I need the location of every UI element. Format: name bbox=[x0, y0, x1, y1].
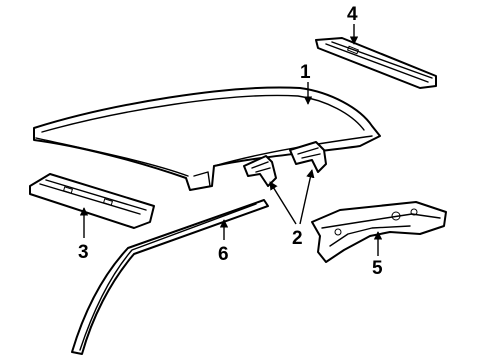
leader-lines bbox=[79, 24, 383, 256]
callout-3: 3 bbox=[78, 242, 89, 263]
callout-4: 4 bbox=[347, 4, 358, 25]
roof-panel bbox=[33, 86, 381, 191]
roof-bow-right bbox=[289, 141, 327, 173]
leader-2b bbox=[299, 169, 315, 225]
front-header bbox=[311, 201, 447, 263]
rear-header bbox=[315, 37, 437, 89]
callout-2: 2 bbox=[292, 228, 303, 249]
pillar-molding bbox=[71, 199, 269, 355]
callout-6: 6 bbox=[218, 244, 229, 265]
callout-1: 1 bbox=[300, 62, 311, 83]
callout-labels: 1 2 3 4 5 6 bbox=[78, 4, 383, 279]
leader-2a bbox=[269, 181, 297, 225]
callout-5: 5 bbox=[372, 258, 383, 279]
side-rail-inner bbox=[29, 173, 155, 229]
